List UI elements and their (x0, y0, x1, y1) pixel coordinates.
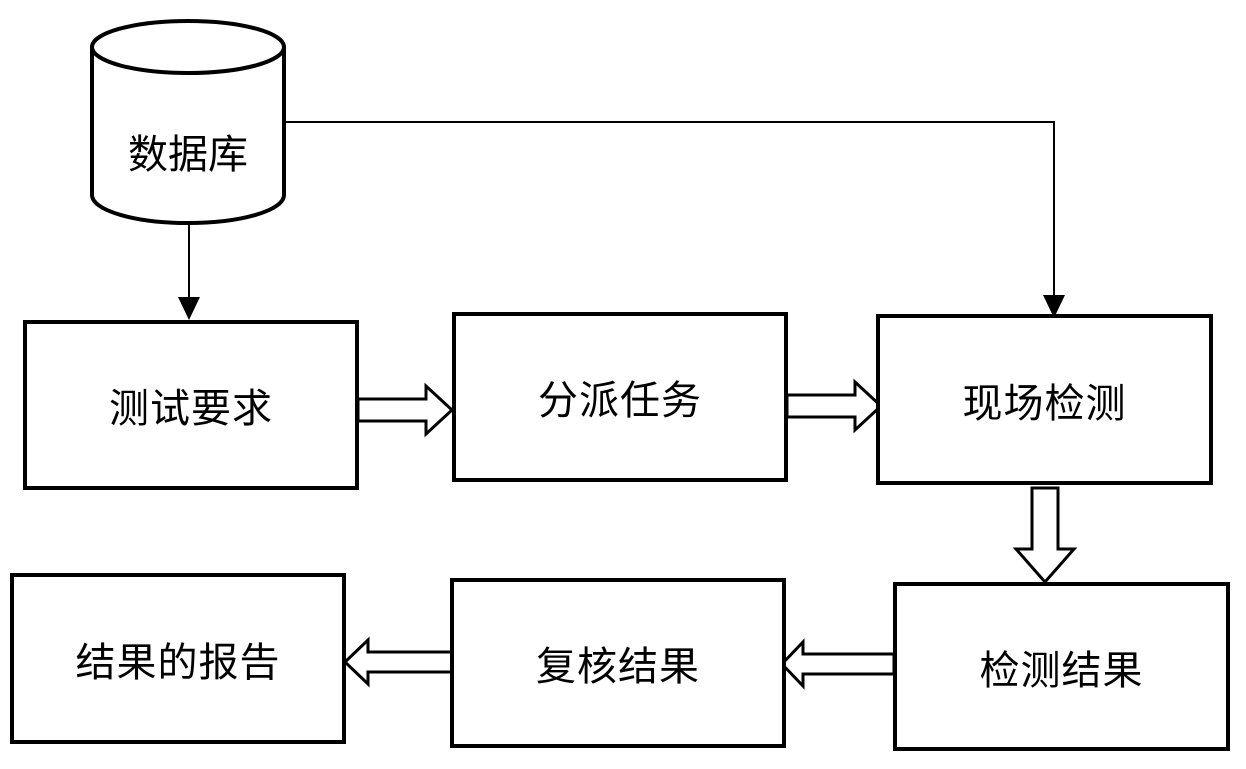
edge-database-to-test-requirements (178, 224, 200, 320)
node-results-report[interactable]: 结果的报告 (10, 573, 346, 744)
edge-database-to-onsite-inspection (284, 121, 1065, 318)
database-label: 数据库 (128, 132, 248, 178)
node-inspection-results[interactable]: 检测结果 (893, 582, 1230, 751)
database-cylinder-icon (90, 19, 286, 225)
edge-dispatch-task-to-onsite-inspection (785, 378, 884, 434)
edge-onsite-inspection-to-inspection-results (1012, 486, 1078, 585)
edge-test-requirements-to-dispatch-task (356, 382, 455, 438)
edge-review-results-to-results-report (342, 636, 454, 688)
edge-inspection-results-to-review-results (779, 638, 896, 690)
node-review-results[interactable]: 复核结果 (450, 578, 786, 748)
node-test-requirements[interactable]: 测试要求 (23, 320, 359, 490)
node-dispatch-task[interactable]: 分派任务 (452, 312, 788, 482)
node-onsite-inspection[interactable]: 现场检测 (876, 314, 1213, 485)
